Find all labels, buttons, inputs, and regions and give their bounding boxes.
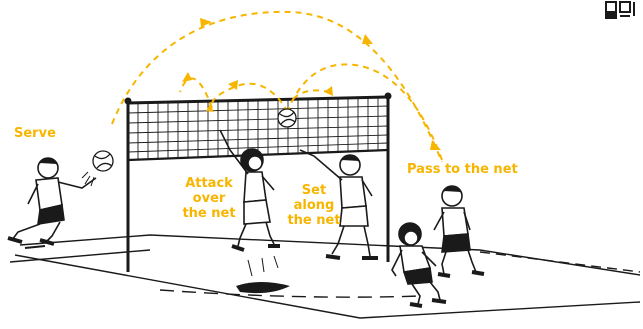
- volleyball-icon: [82, 151, 113, 186]
- arrowhead: [200, 18, 212, 27]
- passing-player: [392, 223, 446, 306]
- arrowhead: [430, 140, 441, 150]
- set-label: Set along the net: [286, 183, 342, 228]
- attack-label: Attack over the net: [181, 176, 237, 221]
- attack-trajectory: [180, 78, 212, 108]
- arrowhead: [362, 34, 373, 44]
- volleyball-icon: [278, 109, 296, 127]
- set-trajectory: [212, 84, 288, 112]
- arrowhead: [324, 86, 333, 96]
- player-shadow: [236, 282, 290, 293]
- serve-label: Serve: [14, 126, 56, 141]
- arrowhead: [206, 104, 214, 112]
- court-floor: [10, 235, 640, 318]
- ball-trajectories: [112, 12, 442, 162]
- net-mesh: [128, 97, 388, 159]
- pass-label: Pass to the net: [407, 162, 518, 177]
- qr-icon: [606, 2, 634, 18]
- serve-trajectory: [112, 12, 442, 162]
- serving-player: [8, 158, 96, 244]
- back-player: [434, 186, 484, 276]
- arrowhead: [182, 72, 192, 82]
